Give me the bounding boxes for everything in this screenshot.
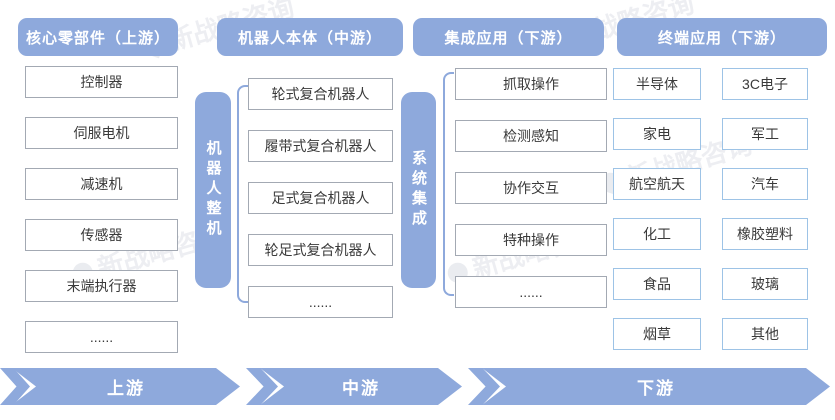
item-box-tobacco: 烟草	[613, 318, 701, 350]
bracket-icon	[237, 85, 248, 303]
item-box-reducer: 减速机	[25, 168, 178, 200]
item-box-legged-robot: 足式复合机器人	[248, 182, 393, 214]
item-box-inspection: 检测感知	[455, 120, 607, 152]
terminal-items-column-left: 半导体 家电 航空航天 化工 食品 烟草	[613, 68, 701, 350]
item-box-special-ops: 特种操作	[455, 224, 607, 256]
midstream-items-column: 轮式复合机器人 履带式复合机器人 足式复合机器人 轮足式复合机器人 ......	[248, 78, 393, 318]
terminal-items-column-right: 3C电子 军工 汽车 橡胶塑料 玻璃 其他	[722, 68, 808, 350]
item-box-wheel-leg-robot: 轮足式复合机器人	[248, 234, 393, 266]
item-box-food: 食品	[613, 268, 701, 300]
item-box-collaboration: 协作交互	[455, 172, 607, 204]
item-box-wheeled-robot: 轮式复合机器人	[248, 78, 393, 110]
item-box-controller: 控制器	[25, 66, 178, 98]
item-box-servo-motor: 伺服电机	[25, 117, 178, 149]
header-core-components: 核心零部件（上游）	[18, 18, 178, 56]
item-box-rubber-plastic: 橡胶塑料	[722, 218, 808, 250]
stage-arrow-upstream: 上游	[12, 368, 240, 405]
stage-arrow-downstream: 下游	[482, 368, 830, 405]
item-box-semiconductor: 半导体	[613, 68, 701, 100]
item-box-end-effector: 末端执行器	[25, 270, 178, 302]
item-box-aerospace: 航空航天	[613, 168, 701, 200]
item-box-tracked-robot: 履带式复合机器人	[248, 130, 393, 162]
integration-items-column: 抓取操作 检测感知 协作交互 特种操作 ......	[455, 68, 607, 308]
item-box-3c-electronics: 3C电子	[722, 68, 808, 100]
item-box-glass: 玻璃	[722, 268, 808, 300]
item-box-home-appliance: 家电	[613, 118, 701, 150]
header-terminal-applications: 终端应用（下游）	[617, 18, 827, 56]
header-integrated-applications: 集成应用（下游）	[413, 18, 604, 56]
item-box-ellipsis: ......	[455, 276, 607, 308]
item-box-chemical: 化工	[613, 218, 701, 250]
item-box-automotive: 汽车	[722, 168, 808, 200]
header-robot-body: 机器人本体（中游）	[217, 18, 403, 56]
connector-robot-whole-machine: 机器人整机	[195, 92, 231, 288]
stage-arrow-midstream: 中游	[260, 368, 462, 405]
item-box-military: 军工	[722, 118, 808, 150]
upstream-items-column: 控制器 伺服电机 减速机 传感器 末端执行器 ......	[25, 66, 178, 353]
item-box-sensor: 传感器	[25, 219, 178, 251]
bracket-icon	[443, 72, 454, 296]
item-box-ellipsis: ......	[248, 286, 393, 318]
item-box-ellipsis: ......	[25, 321, 178, 353]
item-box-other: 其他	[722, 318, 808, 350]
connector-system-integration: 系统集成	[401, 92, 436, 288]
item-box-grasping: 抓取操作	[455, 68, 607, 100]
